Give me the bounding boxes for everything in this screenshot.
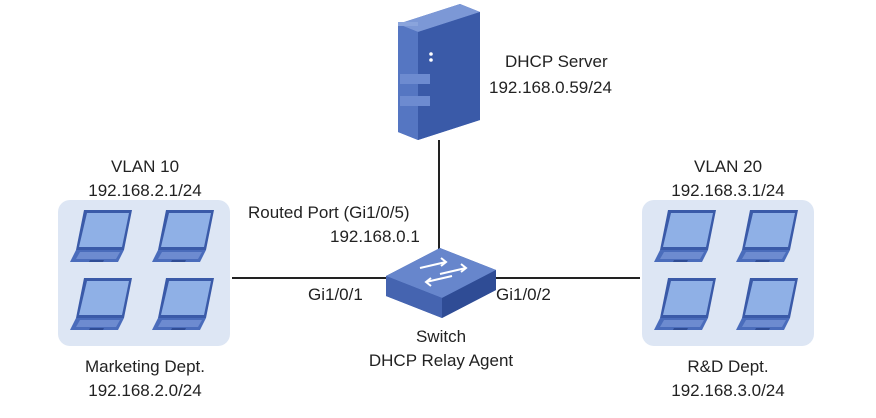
laptop-icon <box>70 210 132 262</box>
routed-port-ip: 192.168.0.1 <box>330 227 420 246</box>
vlan10-gateway: 192.168.2.1/24 <box>88 181 202 200</box>
laptop-icon <box>736 278 798 330</box>
laptop-icon <box>736 210 798 262</box>
vlan10-name: VLAN 10 <box>110 157 180 176</box>
marketing-subnet: 192.168.2.0/24 <box>88 381 202 400</box>
rnd-dept-label: R&D Dept. <box>687 357 769 376</box>
port-left-label: Gi1/0/1 <box>308 285 363 304</box>
laptop-icon <box>70 278 132 330</box>
laptop-icon <box>152 278 214 330</box>
marketing-dept-label: Marketing Dept. <box>85 357 205 376</box>
routed-port-label: Routed Port (Gi1/0/5) <box>248 203 410 222</box>
switch-role: DHCP Relay Agent <box>368 351 514 370</box>
rnd-subnet: 192.168.3.0/24 <box>671 381 785 400</box>
port-right-label: Gi1/0/2 <box>496 285 551 304</box>
laptop-icon <box>654 278 716 330</box>
laptop-icon <box>654 210 716 262</box>
server-icon <box>398 4 480 140</box>
switch-icon <box>386 248 496 318</box>
server-ip: 192.168.0.59/24 <box>489 78 612 97</box>
switch-title: Switch <box>415 327 467 346</box>
laptop-icon <box>152 210 214 262</box>
vlan20-gateway: 192.168.3.1/24 <box>671 181 785 200</box>
server-title: DHCP Server <box>505 52 608 71</box>
vlan20-name: VLAN 20 <box>693 157 763 176</box>
